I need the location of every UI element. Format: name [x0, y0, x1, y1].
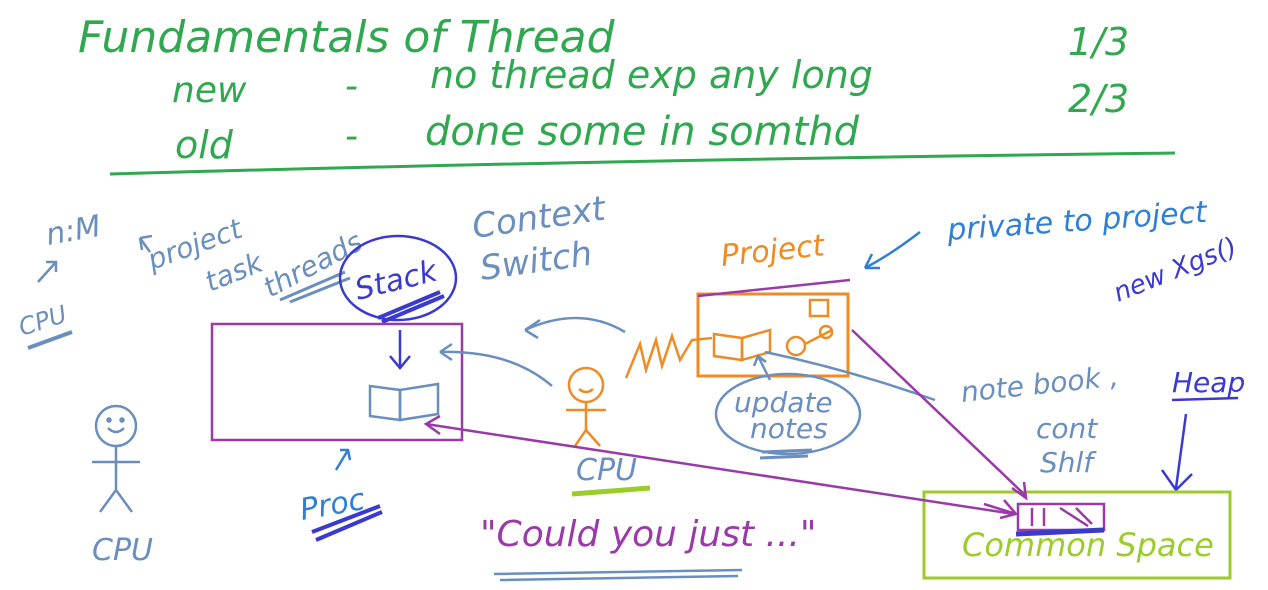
note-cpu-stick: CPU [92, 533, 153, 568]
row-old-dash: - [345, 116, 358, 157]
key-icon [785, 324, 834, 357]
note-update: update [734, 386, 833, 419]
cpu-left-underline [27, 330, 73, 350]
note-notes: notes [750, 412, 828, 445]
cpu-zigzag [624, 332, 713, 379]
center-cpu-figure [566, 366, 606, 447]
common-left-arrow [983, 499, 1019, 520]
note-cont: cont [1036, 412, 1098, 445]
note-cpu-center: CPU [576, 453, 637, 488]
row-new-label: new [172, 70, 247, 111]
cpu-center-underline [571, 485, 651, 497]
cpu-to-process-arrow [439, 342, 553, 387]
heap-arrow [1160, 413, 1193, 492]
notebook-pointer [764, 350, 936, 402]
stack-down-arrow [389, 330, 411, 370]
note-could-you-just: "Could you just ..." [480, 514, 816, 555]
header-divider [109, 151, 1176, 176]
row-old-label: old [175, 123, 234, 167]
note-project-title: Project [719, 228, 827, 274]
common-space-box [922, 490, 1232, 580]
note-new-args: new Xgs() [1109, 232, 1241, 309]
note-notebook: note book , [959, 360, 1120, 409]
context-switch-arrow [524, 316, 626, 340]
process-to-common-arrow [423, 414, 1015, 516]
project-book-icon [712, 328, 772, 362]
project-border-line [697, 278, 851, 298]
row-new-text: no thread exp any long [430, 53, 873, 97]
note-n-m: n:M [43, 209, 103, 253]
proc-arrow [334, 448, 352, 471]
note-stack: Stack [351, 253, 442, 307]
private-arrow [863, 231, 921, 270]
header-title: Fundamentals of Thread [78, 12, 616, 63]
heap-underline [1171, 396, 1239, 402]
quote-underline [493, 568, 743, 582]
note-shelf: Shlf [1040, 446, 1097, 479]
project-inner-box [808, 298, 830, 318]
update-underline [759, 448, 813, 460]
row-old-ratio: 2/3 [1068, 77, 1129, 121]
stack-circle [338, 234, 458, 322]
row-old-text: done some in somthd [425, 109, 860, 155]
stack-scribble [377, 290, 445, 324]
shelf-underline [1015, 527, 1105, 537]
row-new-ratio: 1/3 [1068, 20, 1129, 64]
update-arrow [752, 354, 772, 381]
row-new-dash: - [345, 66, 358, 107]
note-heap: Heap [1172, 366, 1245, 399]
n-m-arrow [37, 260, 58, 283]
book-icon [368, 382, 440, 422]
project-to-common-arrow [851, 329, 1028, 501]
update-notes-circle [714, 372, 862, 456]
note-private: private to project [945, 195, 1209, 248]
process-box [210, 322, 464, 442]
proc-scribble [311, 504, 383, 542]
stick-figure-cpu [92, 404, 140, 513]
project-task-arrow [138, 234, 153, 253]
